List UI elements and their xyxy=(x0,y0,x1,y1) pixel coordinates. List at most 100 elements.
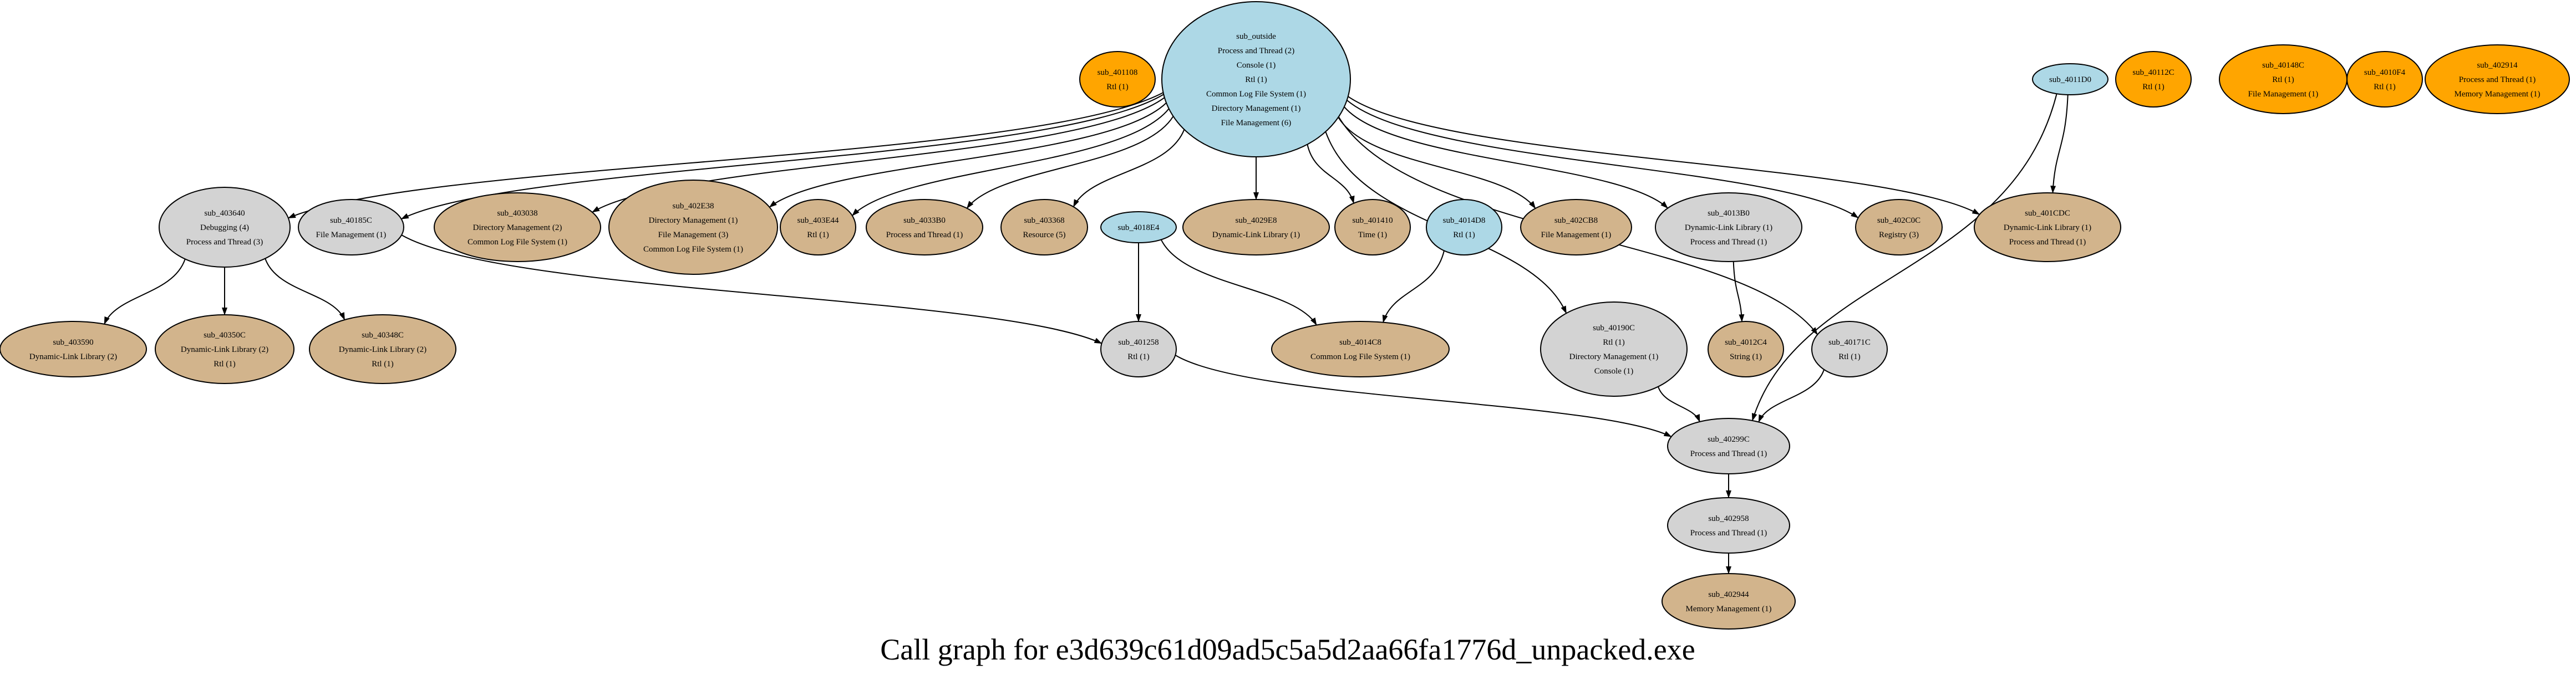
edge-sub_401258-to-sub_40299C xyxy=(1175,355,1672,437)
node-category-label: File Management (1) xyxy=(316,231,387,239)
node-category-label: Common Log File System (1) xyxy=(643,245,743,254)
node-category-label: Rtl (1) xyxy=(1245,75,1267,84)
node-shape-sub_402958 xyxy=(1667,497,1790,554)
node-name-label: sub_403640 xyxy=(204,209,245,218)
node-name-label: sub_4012C4 xyxy=(1725,338,1767,347)
node-shape-sub_4013B0 xyxy=(1655,192,1802,262)
node-shape-sub_401108 xyxy=(1079,51,1156,108)
node-shape-sub_4010F4 xyxy=(2346,51,2423,108)
edge-sub_40185C-to-sub_401258 xyxy=(401,234,1102,344)
node-category-label: Rtl (1) xyxy=(372,360,394,369)
node-shape-sub_401CDC xyxy=(1974,192,2121,262)
edge-sub_40171C-to-sub_40299C xyxy=(1758,369,1825,423)
node-category-label: File Management (1) xyxy=(2248,90,2319,99)
node-shape-sub_401258 xyxy=(1100,321,1177,377)
edge-sub_outside-to-sub_4013B0 xyxy=(1344,106,1668,209)
node-name-label: sub_401410 xyxy=(1352,216,1393,225)
node-category-label: Dynamic-Link Library (1) xyxy=(1212,231,1300,239)
edge-sub_outside-to-sub_402CB8 xyxy=(1338,117,1536,209)
node-category-label: File Management (3) xyxy=(658,231,729,239)
edge-sub_outside-to-sub_401CDC xyxy=(1348,96,1980,215)
node-category-label: Process and Thread (1) xyxy=(886,231,963,239)
node-name-label: sub_4011D0 xyxy=(2049,75,2091,84)
edge-sub_4013B0-to-sub_4012C4 xyxy=(1732,261,1745,323)
node-name-label: sub_402E38 xyxy=(673,202,714,211)
node-category-label: Rtl (1) xyxy=(1453,231,1475,239)
edge-sub_4014D8-to-sub_4014C8 xyxy=(1382,250,1445,323)
node-name-label: sub_outside xyxy=(1236,32,1276,41)
node-name-label: sub_4033B0 xyxy=(903,216,946,225)
node-shape-sub_40299C xyxy=(1667,418,1790,474)
node-category-label: Common Log File System (1) xyxy=(1310,352,1410,361)
node-sub_4011D0[interactable]: sub_4011D0 xyxy=(2032,63,2108,95)
node-name-label: sub_401258 xyxy=(1118,338,1159,347)
node-shape-sub_4033B0 xyxy=(866,199,983,255)
node-category-label: File Management (6) xyxy=(1221,119,1292,127)
node-name-label: sub_40299C xyxy=(1708,435,1750,444)
node-shape-sub_403590 xyxy=(0,321,147,377)
node-category-label: Process and Thread (1) xyxy=(1690,238,1767,247)
node-shape-sub_4018E4 xyxy=(1100,211,1177,243)
node-category-label: Directory Management (1) xyxy=(1569,352,1659,361)
node-category-label: String (1) xyxy=(1730,352,1762,361)
node-category-label: Rtl (1) xyxy=(807,231,829,239)
node-shape-sub_40171C xyxy=(1811,321,1888,377)
node-category-label: Directory Management (1) xyxy=(649,216,738,225)
node-name-label: sub_402914 xyxy=(2477,61,2518,70)
node-shape-sub_403640 xyxy=(159,187,291,268)
node-name-label: sub_403E44 xyxy=(797,216,840,225)
node-name-label: sub_40112C xyxy=(2132,68,2174,77)
node-category-label: Memory Management (1) xyxy=(2455,90,2541,99)
node-name-label: sub_4010F4 xyxy=(2364,68,2406,77)
node-name-label: sub_401108 xyxy=(1098,68,1138,77)
node-category-label: File Management (1) xyxy=(1541,231,1612,239)
node-sub_40112C[interactable]: sub_40112C Rtl (1) xyxy=(2115,51,2192,108)
node-sub_4018E4[interactable]: sub_4018E4 xyxy=(1100,211,1177,243)
edge-sub_403640-to-sub_40348C xyxy=(265,258,346,320)
node-sub_40299C[interactable]: sub_40299C Process and Thread (1) xyxy=(1667,418,1790,474)
edge-sub_outside-to-sub_401410 xyxy=(1307,144,1355,204)
node-shape-sub_403038 xyxy=(434,192,601,262)
edge-sub_4018E4-to-sub_4014C8 xyxy=(1160,239,1317,326)
node-category-label: Common Log File System (1) xyxy=(1206,90,1306,99)
node-category-label: Rtl (1) xyxy=(2142,83,2165,91)
node-name-label: sub_40350C xyxy=(204,331,246,340)
node-name-label: sub_4018E4 xyxy=(1118,223,1160,232)
node-category-label: Time (1) xyxy=(1358,231,1387,239)
node-shape-sub_4012C4 xyxy=(1708,321,1784,377)
node-category-label: Dynamic-Link Library (2) xyxy=(339,345,426,354)
node-shape-sub_403368 xyxy=(1000,199,1088,255)
node-category-label: Process and Thread (1) xyxy=(1690,449,1767,458)
node-category-label: Process and Thread (3) xyxy=(186,238,263,247)
